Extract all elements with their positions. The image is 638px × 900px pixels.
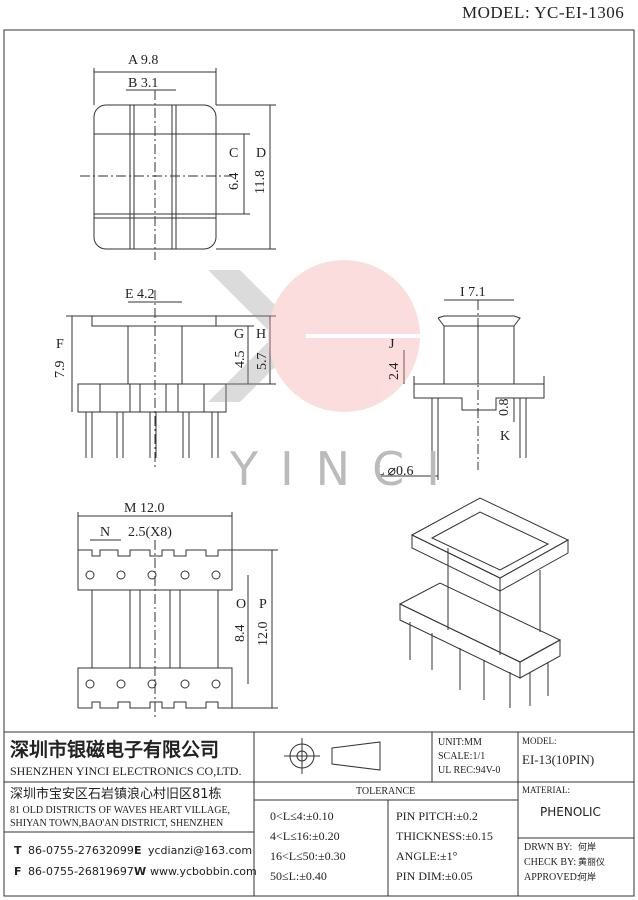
web-value: www.ycbobbin.com [150,865,257,878]
address-cn: 深圳市宝安区石岩镇浪心村旧区81栋 [10,787,222,802]
address-en-2: SHIYAN TOWN,BAO'AN DISTRICT, SHENZHEN [10,818,224,829]
front-view [66,290,276,470]
dim-j-label: J [389,337,395,352]
dim-g-label: G [234,327,245,342]
approved-name: 何岸 [578,873,597,883]
bottom-view [77,512,278,720]
tolerance-3: 16<L≤50:±0.30 [270,849,346,863]
model-label: MODEL: [522,736,557,746]
dim-j-value: 2.4 [387,362,402,381]
dim-n-value: 2.5(X8) [128,525,172,540]
company-name-cn: 深圳市银磁电子有限公司 [10,739,220,761]
dim-i: I 7.1 [460,285,486,300]
dim-p-label: P [259,597,267,612]
dim-g-value: 4.5 [233,350,248,369]
angle: ANGLE:±1° [396,849,458,863]
dim-f-value: 7.9 [53,360,68,379]
dim-e: E 4.2 [125,287,155,302]
fax-label: F [14,865,22,878]
dim-k-value: 0.8 [497,398,512,417]
drawing-frame [3,29,635,897]
dim-c-label: C [229,146,239,161]
dim-h-value: 5.7 [255,352,270,371]
top-view [80,68,276,260]
check-name: 黄丽仪 [578,858,606,868]
thickness: THICKNESS:±0.15 [396,829,493,843]
model-header: MODEL: YC-EI-1306 [462,3,625,22]
tel-label: T [14,844,22,857]
fax-value: 86-0755-26819697 [28,865,134,878]
tolerance-2: 4<L≤16:±0.20 [270,829,340,843]
dim-m: M 12.0 [124,501,165,516]
dim-n-label: N [100,525,111,540]
isometric-view [398,497,570,708]
title-block [4,731,634,896]
dim-o-value: 8.4 [233,624,248,643]
material-label: MATERIAL: [522,785,570,795]
tolerance-label: TOLERANCE [356,786,416,797]
dim-d-label: D [256,146,267,161]
ul-text: UL REC:94V-0 [438,765,501,776]
dim-b: B 3.1 [128,76,159,91]
email-value: ycdianzi@163.com [148,844,253,857]
check-label: CHECK BY: [524,857,577,868]
watermark-text: YINCI [230,442,462,496]
web-label: W [134,865,147,878]
dim-h-label: H [256,327,267,342]
dim-l: L ⌀0.6 [376,464,414,479]
dim-p-value: 12.0 [256,621,271,647]
pin-dim: PIN DIM:±0.05 [396,869,473,883]
drwn-label: DRWN BY: [524,842,573,853]
drwn-name: 何岸 [578,843,597,853]
email-label: E [134,844,142,857]
tolerance-4: 50≤L:±0.40 [270,869,327,883]
material-value: PHENOLIC [540,805,601,819]
dim-c-value: 6.4 [227,172,242,191]
scale-text: SCALE:1/1 [438,751,486,762]
model-value: EI-13(10PIN) [522,752,595,767]
dim-o-label: O [236,597,247,612]
dim-a: A 9.8 [128,53,159,68]
side-view [380,299,545,480]
pin-pitch: PIN PITCH:±0.2 [396,809,478,823]
address-en-1: 81 OLD DISTRICTS OF WAVES HEART VILLAGE, [10,805,231,816]
approved-label: APPROVED: [524,872,580,883]
tel-value: 86-0755-27632099 [28,844,134,857]
unit-text: UNIT:MM [438,737,482,748]
dim-k-label: K [500,429,511,444]
dim-f-label: F [56,337,64,352]
company-name-en: SHENZHEN YINCI ELECTRONICS CO,LTD. [10,764,242,778]
watermark-logo [208,260,420,412]
dim-d-value: 11.8 [253,170,268,194]
tolerance-1: 0<L≤4:±0.10 [270,809,334,823]
